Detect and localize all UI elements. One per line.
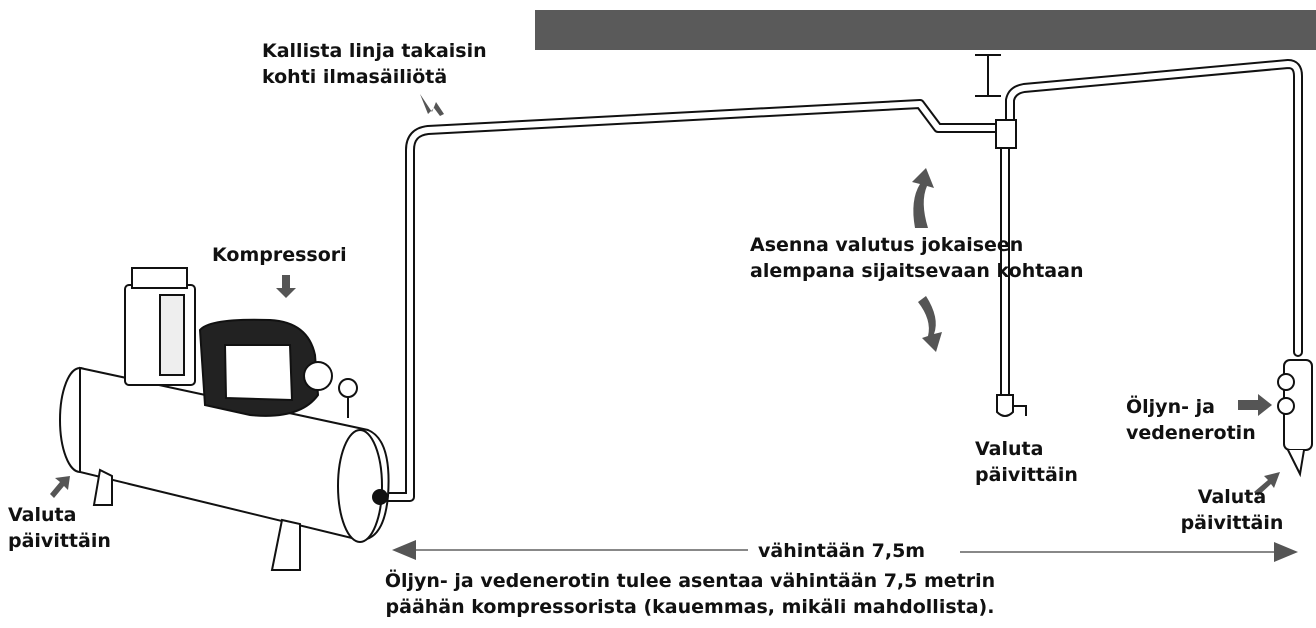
drain-daily-middle-label: Valuta päivittäin: [975, 436, 1078, 488]
installation-note: Öljyn- ja vedenerotin tulee asentaa vähi…: [330, 568, 1050, 620]
install-drain-label-line2: alempana sijaitsevaan kohtaan: [750, 260, 1084, 282]
installation-note-line1: Öljyn- ja vedenerotin tulee asentaa vähi…: [384, 570, 996, 592]
distance-label: vähintään 7,5m: [758, 540, 926, 562]
distance-dimension: [392, 540, 1298, 562]
arrow-to-separator-drain: [1254, 472, 1280, 496]
install-drain-label-line1: Asenna valutus jokaiseen: [750, 234, 1024, 256]
ceiling-beam: [535, 10, 1316, 50]
pointer-arrows: [50, 94, 1280, 498]
compressor-label: Kompressori: [212, 244, 347, 266]
main-air-line: [375, 59, 1303, 502]
slope-line-label-line2: kohti ilmasäiliötä: [262, 66, 448, 88]
drain-daily-left-label: Valuta päivittäin: [8, 502, 111, 554]
arrow-to-compressor: [276, 275, 296, 298]
drain-daily-left-line2: päivittäin: [8, 530, 111, 552]
tee-fitting: [995, 119, 1017, 149]
installation-note-line2: päähän kompressorista (kauemmas, mikäli …: [385, 596, 995, 618]
arrow-to-slope: [420, 94, 444, 116]
drain-valve-middle: [996, 394, 1027, 417]
arrow-down-curved: [918, 296, 942, 352]
clearance-marker: [975, 54, 1001, 97]
drain-daily-right-line1: Valuta: [1197, 486, 1267, 508]
install-drain-label: Asenna valutus jokaiseen alempana sijait…: [750, 232, 1083, 284]
separator-label-line1: Öljyn- ja: [1126, 396, 1215, 418]
arrow-up-curved: [912, 168, 934, 228]
drain-daily-right-label: Valuta päivittäin: [1172, 484, 1292, 536]
arrow-to-tank-drain: [50, 476, 70, 498]
separator-label-line2: vedenerotin: [1126, 422, 1256, 444]
separator-label: Öljyn- ja vedenerotin: [1126, 394, 1256, 446]
arrow-to-separator: [1238, 394, 1272, 416]
drain-daily-middle-line2: päivittäin: [975, 464, 1078, 486]
tank-outlet: [372, 489, 388, 505]
compressor-unit: [59, 267, 390, 571]
slope-line-label-line1: Kallista linja takaisin: [262, 40, 487, 62]
slope-line-label: Kallista linja takaisin kohti ilmasäiliö…: [262, 38, 487, 90]
drain-daily-left-line1: Valuta: [8, 504, 77, 526]
drain-daily-right-line2: päivittäin: [1180, 512, 1284, 534]
oil-water-separator: [1277, 359, 1313, 478]
drain-daily-middle-line1: Valuta: [975, 438, 1044, 460]
